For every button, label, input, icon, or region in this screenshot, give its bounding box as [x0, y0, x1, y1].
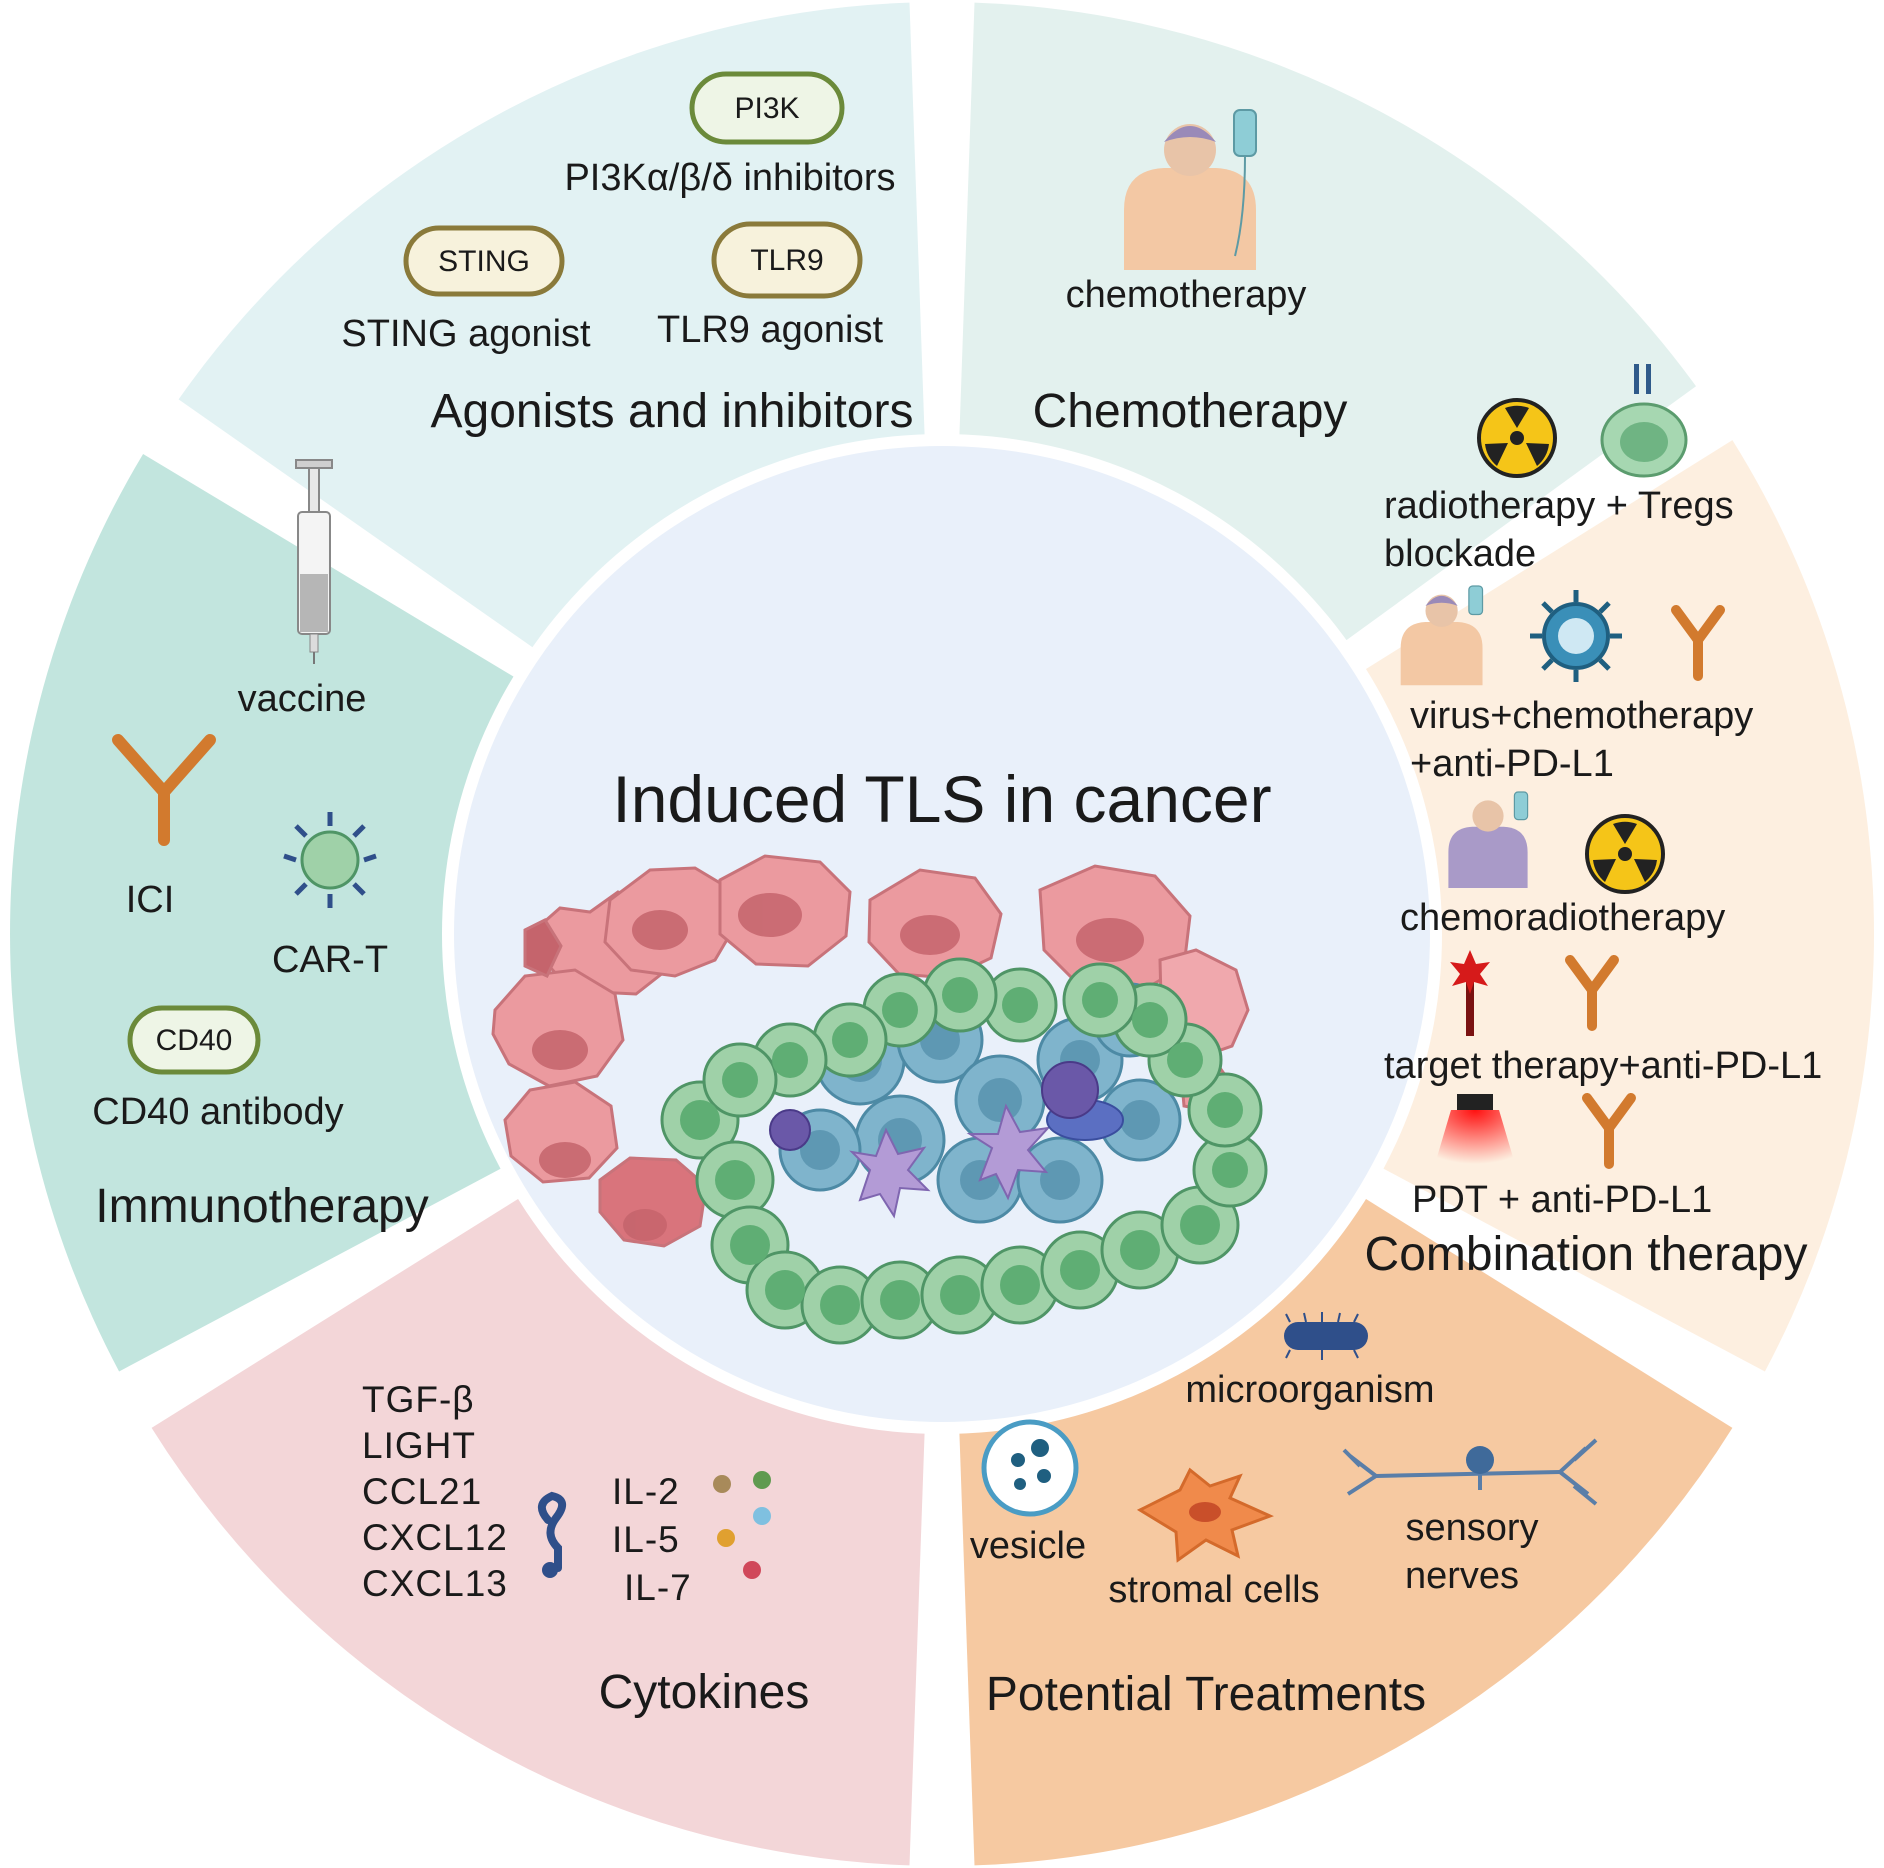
antibody-icon [1582, 1093, 1636, 1169]
t-cell-nuclei [680, 977, 1248, 1325]
cytokine-il7: IL-7 [624, 1567, 692, 1608]
target-therapy-label: target therapy+anti-PD-L1 [1384, 1045, 1822, 1087]
cd40-receptor-icon: CD40 [127, 1005, 261, 1075]
syringe-icon [295, 459, 333, 664]
agonists-title: Agonists and inhibitors [431, 385, 914, 438]
b-cell-zone [778, 982, 1182, 1224]
pi3k-pill-label: PI3K [734, 92, 799, 125]
radiotherapy-tregs-label: radiotherapy + Tregs [1384, 485, 1734, 527]
car-t-label: CAR-T [272, 939, 388, 981]
tlr9-agonist-label: TLR9 agonist [657, 309, 883, 351]
cytokine-molecules-icon [713, 1471, 771, 1579]
chemokine-receptor-icon [538, 1491, 566, 1578]
chemotherapy-section: chemotherapy Chemotherapy [1033, 109, 1348, 438]
dendritic-cells [769, 1061, 1124, 1219]
blockade-label: blockade [1384, 533, 1536, 575]
vesicle-label: vesicle [970, 1525, 1086, 1567]
cd40-pill-label: CD40 [156, 1024, 233, 1057]
cytokine-il2: IL-2 [612, 1471, 680, 1512]
sting-pill-label: STING [438, 245, 530, 278]
radiation-icon [1477, 398, 1557, 478]
virus-chemo-label: virus+chemotherapy [1410, 695, 1753, 737]
combination-section: radiotherapy + Tregs blockade virus+chem… [1365, 364, 1822, 1281]
tlr9-receptor-icon: TLR9 [711, 221, 863, 299]
cytokine-cxcl13: CXCL13 [362, 1563, 508, 1604]
ici-label: ICI [126, 879, 175, 921]
cytokines-section: TGF-β LIGHT CCL21 CXCL12 CXCL13 IL-2 IL-… [362, 1379, 809, 1719]
tumor-tls-illustration [491, 854, 1268, 1345]
center-title: Induced TLS in cancer [612, 762, 1271, 836]
laser-icon [1435, 1094, 1515, 1164]
potential-section: microorganism vesicle stromal cells sens… [970, 1312, 1598, 1721]
cytokine-il5: IL-5 [612, 1519, 680, 1560]
potential-title: Potential Treatments [986, 1668, 1426, 1721]
pi3k-inhibitors-label: PI3Kα/β/δ inhibitors [564, 157, 895, 199]
chemotherapy-title: Chemotherapy [1033, 385, 1348, 438]
sting-agonist-label: STING agonist [341, 313, 591, 355]
sting-receptor-icon: STING [403, 225, 565, 297]
tlr9-pill-label: TLR9 [750, 244, 823, 277]
stromal-cells-label: stromal cells [1108, 1569, 1319, 1611]
antibody-icon [1671, 605, 1725, 681]
vaccine-label: vaccine [238, 678, 367, 720]
nerves-label: nerves [1405, 1555, 1519, 1597]
sensory-label: sensory [1405, 1507, 1538, 1549]
virus-icon [1530, 590, 1622, 682]
immunotherapy-section: vaccine ICI CAR-T CD40 CD40 antibody Imm… [92, 459, 429, 1233]
cd40-antibody-label: CD40 antibody [92, 1091, 343, 1133]
microorganism-label: microorganism [1185, 1369, 1434, 1411]
chemoradiotherapy-label: chemoradiotherapy [1400, 897, 1725, 939]
patient-iv-drip-icon [1124, 109, 1257, 270]
chemotherapy-label: chemotherapy [1066, 274, 1307, 316]
cytokine-ccl21: CCL21 [362, 1471, 482, 1512]
radiation-icon [1585, 814, 1665, 894]
cytokines-title: Cytokines [599, 1666, 810, 1719]
fibroblast-icon [1136, 1467, 1274, 1563]
immunotherapy-title: Immunotherapy [95, 1180, 429, 1233]
treg-cell-icon [1600, 364, 1688, 478]
patient-iv-drip-icon [1448, 791, 1529, 888]
bacterium-icon [1284, 1312, 1368, 1360]
car-t-cell-icon [283, 812, 377, 908]
pi3k-receptor-icon: PI3K [689, 71, 845, 145]
patient-iv-drip-icon [1400, 585, 1484, 686]
tumor-nuclei [532, 893, 1144, 1241]
agonists-section: PI3K PI3Kα/β/δ inhibitors STING STING ag… [341, 71, 914, 438]
pdt-label: PDT + anti-PD-L1 [1412, 1179, 1712, 1221]
anti-pdl1-label: +anti-PD-L1 [1410, 743, 1614, 785]
neuron-icon [1342, 1438, 1598, 1506]
vesicle-icon [981, 1419, 1079, 1517]
cytokine-light: LIGHT [362, 1425, 476, 1466]
combination-title: Combination therapy [1365, 1228, 1808, 1281]
target-drug-icon [1450, 950, 1490, 1036]
cytokine-cxcl12: CXCL12 [362, 1517, 508, 1558]
antibody-icon [1565, 955, 1619, 1031]
cytokine-tgfb: TGF-β [362, 1379, 475, 1420]
antibody-icon [112, 734, 216, 846]
